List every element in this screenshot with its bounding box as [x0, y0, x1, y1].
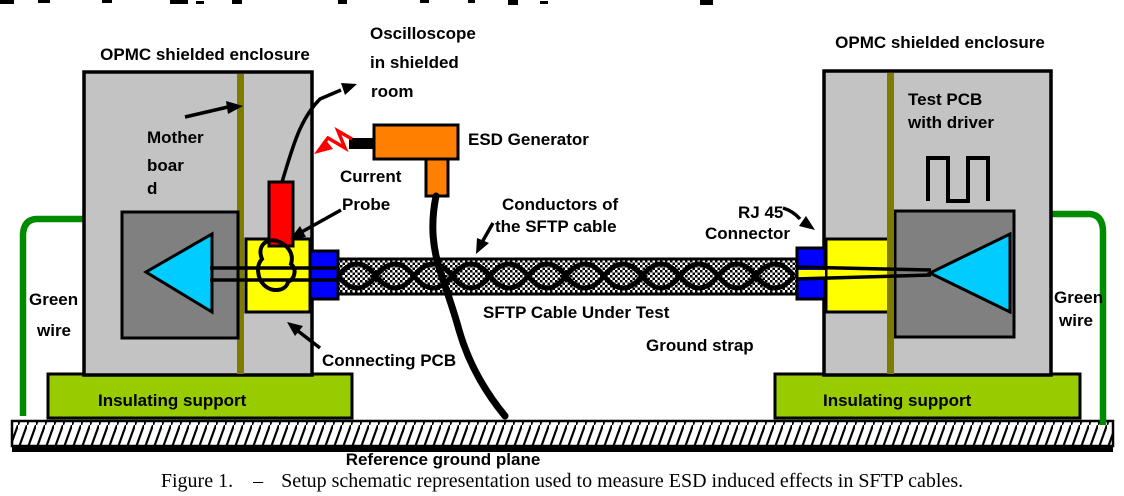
conductor-lines	[210, 265, 932, 282]
figure-caption-separator: –	[253, 470, 264, 492]
clipped-text-fragments	[0, 0, 713, 5]
esd-generator-body	[372, 123, 460, 161]
board-bar-right	[887, 73, 894, 374]
label-test-pcb-1: Test PCB	[908, 90, 983, 109]
conductors-arrow	[476, 222, 495, 254]
discharge-spark-icon	[314, 126, 353, 154]
reference-ground-plane	[10, 419, 1115, 452]
insulating-support-left	[46, 372, 354, 420]
label-rj45-1: RJ 45	[738, 203, 784, 222]
label-green-wire-left-2: wire	[37, 321, 72, 340]
label-connecting-pcb: Connecting PCB	[322, 351, 457, 370]
rj45-connector-left	[308, 249, 340, 301]
connecting-pcb-arrow	[287, 322, 322, 350]
label-green-wire-left-1: Green	[29, 290, 79, 309]
figure-caption-number: Figure 1.	[160, 470, 234, 492]
label-probe: Probe	[342, 195, 391, 214]
label-test-pcb-2: with driver	[908, 113, 994, 132]
label-esd-generator: ESD Generator	[468, 130, 589, 149]
label-conductors-2: the SFTP cable	[495, 217, 617, 236]
label-motherboard-2: boar	[147, 156, 184, 175]
label-oscilloscope-3: room	[371, 82, 414, 101]
label-insulating-support-right: Insulating support	[823, 391, 972, 410]
motherboard-arrow	[184, 101, 243, 119]
probe-clamp-loop	[256, 238, 297, 292]
annotation-arrows	[184, 83, 815, 350]
label-motherboard-1: Mother	[147, 128, 204, 147]
label-sftp-cable-under-test: SFTP Cable Under Test	[483, 303, 670, 322]
label-oscilloscope-2: in shielded	[370, 53, 459, 72]
current-probe	[267, 180, 295, 248]
label-reference-ground-plane: Reference ground plane	[345, 450, 541, 469]
esd-generator-tip	[349, 138, 374, 149]
motherboard-bar-left	[237, 74, 244, 374]
square-wave-icon	[926, 156, 990, 203]
figure-caption-text: Setup schematic representation used to m…	[281, 470, 964, 492]
insulating-support-right	[773, 372, 1082, 420]
label-insulating-support-left: Insulating support	[98, 391, 247, 410]
green-wire-left	[19, 215, 84, 416]
label-current: Current	[340, 167, 402, 186]
label-green-wire-right-2: wire	[1059, 311, 1094, 330]
connecting-pcb-left	[244, 237, 312, 314]
driver-triangle-right	[926, 231, 1012, 315]
current-probe-arrow	[290, 208, 342, 239]
sftp-cable	[336, 257, 799, 296]
driver-triangle-left	[143, 231, 214, 315]
ground-strap	[429, 192, 509, 420]
label-opmc-right: OPMC shielded enclosure	[835, 33, 1045, 52]
oscilloscope-arrow	[280, 83, 357, 183]
rj45-arrow	[782, 206, 815, 230]
twisted-pair-b	[336, 261, 796, 291]
figure-caption: Figure 1. – Setup schematic representati…	[161, 470, 963, 493]
label-green-wire-right-1: Green	[1054, 288, 1104, 307]
label-opmc-left: OPMC shielded enclosure	[100, 45, 310, 64]
esd-generator-handle	[424, 157, 450, 198]
label-oscilloscope-1: Oscilloscope	[370, 24, 476, 43]
esd-generator	[349, 123, 460, 198]
label-rj45-2: Connector	[705, 224, 790, 243]
label-motherboard-3: d	[147, 179, 158, 198]
label-ground-strap: Ground strap	[646, 336, 754, 355]
rj45-right-pcb-stripe	[798, 270, 825, 278]
green-wire-right	[1050, 210, 1107, 425]
label-conductors-1: Conductors of	[502, 195, 619, 214]
